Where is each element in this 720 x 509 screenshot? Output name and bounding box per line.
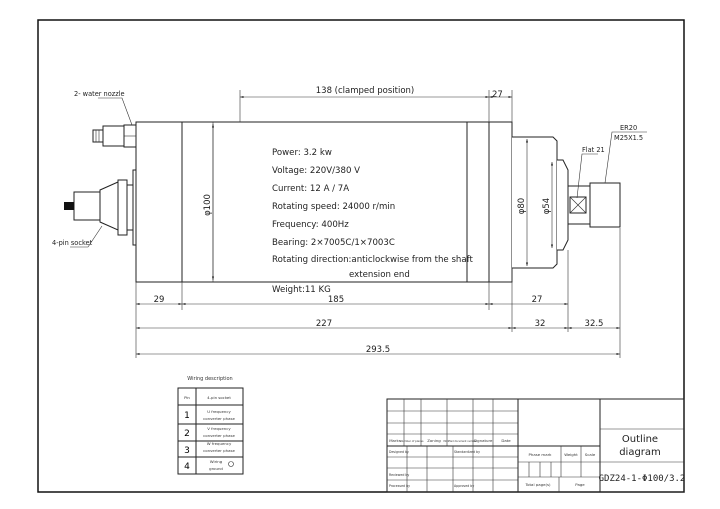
svg-text:Current: 12 A / 7A: Current: 12 A / 7A xyxy=(272,184,349,194)
svg-text:Frequency: 400Hz: Frequency: 400Hz xyxy=(272,220,349,230)
dia-54: φ54 xyxy=(542,198,552,214)
svg-text:Page: Page xyxy=(575,482,585,487)
shaft-neck xyxy=(567,185,591,225)
svg-text:2: 2 xyxy=(184,429,190,439)
svg-text:Modified document number: Modified document number xyxy=(443,440,476,443)
title-block: Marks Number of places Zoning Modified d… xyxy=(386,398,686,493)
svg-text:Wiring description: Wiring description xyxy=(187,376,232,382)
svg-text:227: 227 xyxy=(316,319,332,329)
water-nozzle-label: 2- water nozzle xyxy=(74,90,125,98)
svg-text:extension end: extension end xyxy=(349,270,410,280)
pin-socket-label: 4-pin socket xyxy=(52,239,93,247)
svg-text:Processed by: Processed by xyxy=(389,484,410,488)
svg-text:32: 32 xyxy=(535,319,546,329)
svg-text:Standardized by: Standardized by xyxy=(454,450,480,454)
svg-text:293.5: 293.5 xyxy=(366,345,390,355)
svg-text:27: 27 xyxy=(532,295,543,305)
svg-text:Marks: Marks xyxy=(389,438,401,443)
svg-text:Power: 3.2 kw: Power: 3.2 kw xyxy=(272,148,332,158)
svg-text:ground: ground xyxy=(209,466,223,471)
four-pin-socket xyxy=(64,169,137,246)
drawing-title: Outline xyxy=(622,434,658,445)
svg-text:Total page(s): Total page(s) xyxy=(524,482,551,487)
collet-nut xyxy=(589,182,621,228)
dia-100: φ100 xyxy=(203,194,213,216)
svg-text:Weight:11 KG: Weight:11 KG xyxy=(272,285,331,295)
collet-label: ER20 xyxy=(620,124,637,132)
flat-label: Flat 21 xyxy=(582,146,605,154)
svg-text:Zoning: Zoning xyxy=(427,438,441,443)
svg-text:Phase mark: Phase mark xyxy=(529,452,553,457)
flat-21-mark xyxy=(569,196,587,214)
svg-text:Approved by: Approved by xyxy=(454,484,474,488)
svg-text:W frequency: W frequency xyxy=(207,441,232,446)
bearing-nose xyxy=(557,159,569,251)
svg-text:converter phase: converter phase xyxy=(203,433,235,438)
svg-text:Rotating direction:anticlockwi: Rotating direction:anticlockwise from th… xyxy=(272,255,474,265)
svg-text:27: 27 xyxy=(492,90,503,100)
svg-text:3: 3 xyxy=(184,446,190,456)
motor-housing xyxy=(135,121,513,283)
svg-text:Signature: Signature xyxy=(474,438,493,443)
svg-text:Rotating speed: 24000 r/min: Rotating speed: 24000 r/min xyxy=(272,202,395,212)
svg-text:Wiring: Wiring xyxy=(210,459,223,464)
svg-text:185: 185 xyxy=(328,295,344,305)
svg-text:Bearing: 2×7005C/1×7003C: Bearing: 2×7005C/1×7003C xyxy=(272,238,395,248)
svg-text:Date: Date xyxy=(501,438,511,443)
spindle-motor xyxy=(64,121,621,283)
ground-icon xyxy=(228,461,234,467)
bottom-dimensions: 29 185 27 227 32 32.5 293.5 xyxy=(135,228,621,358)
svg-text:U frequency: U frequency xyxy=(207,409,231,414)
svg-text:Scale: Scale xyxy=(585,452,596,457)
drawing-frame xyxy=(37,19,685,493)
svg-text:diagram: diagram xyxy=(619,447,661,458)
svg-text:Number of places: Number of places xyxy=(401,439,425,443)
svg-text:29: 29 xyxy=(154,295,165,305)
top-dimensions: 138 (clamped position) 27 xyxy=(239,86,513,122)
svg-text:Reviewed by: Reviewed by xyxy=(389,473,409,477)
svg-text:32.5: 32.5 xyxy=(585,319,604,329)
wiring-table: Wiring description Pin 4-pin socket 1 U … xyxy=(177,376,244,475)
svg-text:1: 1 xyxy=(184,411,190,421)
svg-text:V frequency: V frequency xyxy=(207,426,231,431)
svg-text:138 (clamped position): 138 (clamped position) xyxy=(316,86,414,96)
dia-80: φ80 xyxy=(517,198,527,214)
thread-label: M25X1.5 xyxy=(614,134,643,142)
svg-text:converter phase: converter phase xyxy=(203,448,235,453)
spec-list: Power: 3.2 kw Voltage: 220V/380 V Curren… xyxy=(272,148,474,295)
svg-text:Pin: Pin xyxy=(184,395,190,400)
svg-text:4: 4 xyxy=(184,462,190,472)
drawing-number: GDZ24-1-Φ100/3.2 xyxy=(599,474,686,484)
water-nozzle xyxy=(92,124,137,148)
svg-text:4-pin socket: 4-pin socket xyxy=(207,395,231,400)
svg-text:Weight: Weight xyxy=(564,452,578,457)
svg-text:Designed by: Designed by xyxy=(389,450,409,454)
svg-text:converter phase: converter phase xyxy=(203,416,235,421)
svg-text:Voltage: 220V/380 V: Voltage: 220V/380 V xyxy=(272,166,360,176)
